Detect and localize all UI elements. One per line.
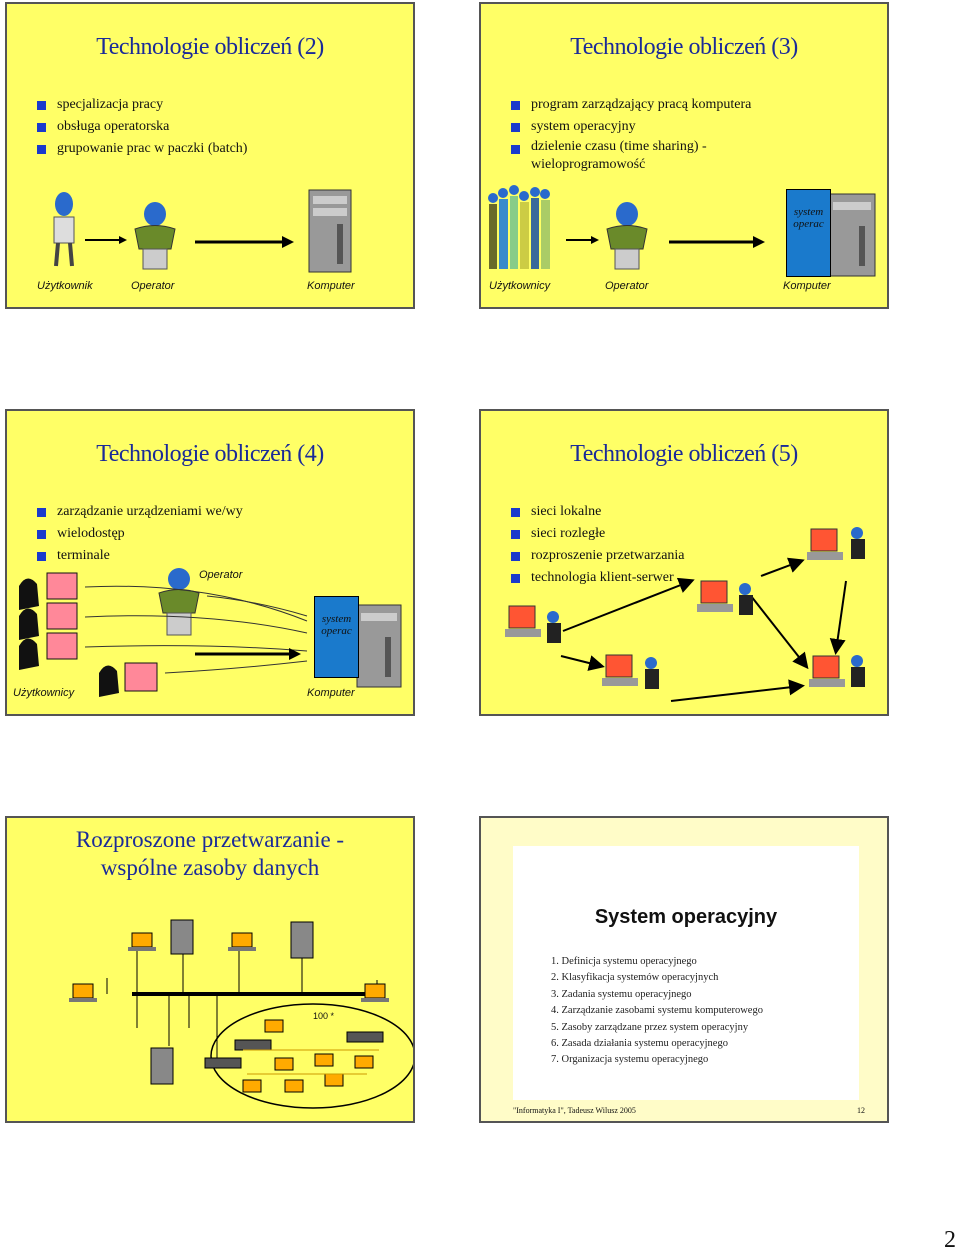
pc: [324, 1073, 344, 1087]
operator-figure: [606, 202, 648, 270]
bullet-item: zarządzanie urządzeniami we/wy: [37, 501, 243, 523]
bullet-list: zarządzanie urządzeniami we/wy wielodost…: [37, 501, 243, 567]
server: [150, 1047, 174, 1085]
footer-slide-number: 12: [857, 1106, 865, 1115]
pc: [69, 983, 97, 1002]
computer-tower: [356, 604, 402, 688]
slide-title: Technologie obliczeń (4): [96, 441, 324, 467]
toc-item: 6. Zasada działania systemu operacyjnego: [551, 1038, 728, 1050]
lan-ellipse: [210, 1003, 413, 1109]
slide-technologie-3: Technologie obliczeń (3) program zarządz…: [479, 2, 889, 309]
system-operac-box: system operac: [786, 189, 831, 277]
footer-author: "Informatyka I", Tadeusz Wilusz 2005: [513, 1106, 636, 1115]
slide-title: System operacyjny: [594, 906, 778, 928]
workstation: [697, 580, 753, 615]
operator-figure: [158, 568, 200, 636]
slide-title: Rozproszone przetwarzanie - wspólne zaso…: [7, 826, 413, 882]
caption-operator: Operator: [131, 280, 175, 292]
slide-rozproszone-przetwarzanie: Rozproszone przetwarzanie - wspólne zaso…: [5, 816, 415, 1123]
bullet-list: sieci lokalne sieci rozległe rozproszeni…: [511, 501, 685, 589]
slide-system-operacyjny: System operacyjny 1. Definicja systemu o…: [479, 816, 889, 1123]
slide-title-line-1: Rozproszone przetwarzanie -: [75, 827, 345, 852]
slide-technologie-4: Technologie obliczeń (4) zarządzanie urz…: [5, 409, 415, 716]
pc: [264, 1019, 284, 1033]
toc-item: 4. Zarządzanie zasobami systemu komputer…: [551, 1005, 763, 1017]
bullet-item: wielodostęp: [37, 523, 243, 545]
slide-technologie-2: Technologie obliczeń (2) specjalizacja p…: [5, 2, 415, 309]
slide-title: Technologie obliczeń (5): [570, 441, 798, 467]
bullet-item: terminale: [37, 545, 243, 567]
caption-users: Użytkownicy: [13, 687, 75, 699]
caption-users: Użytkownicy: [489, 280, 551, 292]
bullet-item: specjalizacja pracy: [37, 94, 247, 116]
workstation: [809, 655, 865, 687]
pc: [354, 1055, 374, 1069]
caption-computer: Komputer: [307, 280, 355, 292]
pc: [314, 1053, 334, 1067]
bullet-item: technologia klient-serwer: [511, 567, 685, 589]
bullet-item: grupowanie prac w paczki (batch): [37, 138, 247, 160]
pc: [284, 1079, 304, 1093]
bullet-item: sieci lokalne: [511, 501, 685, 523]
slide-inner-panel: System operacyjny 1. Definicja systemu o…: [513, 846, 859, 1100]
toc-item: 5. Zasoby zarządzane przez system operac…: [551, 1021, 749, 1033]
toc-item: 2. Klasyfikacja systemów operacyjnych: [551, 972, 719, 984]
bullet-list: specjalizacja pracy obsługa operatorska …: [37, 94, 247, 160]
server: [290, 921, 314, 959]
workstation: [505, 605, 561, 643]
caption-computer: Komputer: [783, 280, 831, 292]
toc-item: 7. Organizacja systemu operacyjnego: [551, 1054, 709, 1066]
caption-user: Użytkownik: [37, 280, 93, 292]
bullet-item: program zarządzający pracą komputera: [511, 94, 761, 116]
bullet-item: sieci rozległe: [511, 523, 685, 545]
computer-tower: [308, 189, 352, 273]
page-number: 2: [944, 1227, 956, 1253]
bullet-list: program zarządzający pracą komputera sys…: [511, 94, 761, 174]
slide-title: Technologie obliczeń (2): [96, 34, 324, 60]
toc-list: 1. Definicja systemu operacyjnego 2. Kla…: [551, 954, 763, 1069]
system-operac-box: system operac: [314, 596, 359, 678]
network-diagram: [505, 527, 865, 702]
slide-title-line-2: wspólne zasoby danych: [100, 855, 320, 880]
slide-footer: "Informatyka I", Tadeusz Wilusz 2005 12: [513, 1106, 865, 1115]
pc: [128, 932, 156, 951]
label-100: 100 *: [313, 1011, 335, 1021]
workstation: [807, 527, 865, 560]
computer-tower: [828, 193, 876, 277]
shared-data-network-diagram: [69, 919, 413, 1109]
bullet-item: dzielenie czasu (time sharing) - wielopr…: [511, 138, 761, 174]
terminal-users: [19, 572, 158, 697]
user-operator-computer-diagram: [53, 189, 352, 273]
pc: [361, 983, 389, 1002]
slide-technologie-5: Technologie obliczeń (5) sieci lokalne s…: [479, 409, 889, 716]
user-figure: [53, 192, 75, 267]
bullet-item: obsługa operatorska: [37, 116, 247, 138]
operator-figure: [134, 202, 176, 270]
terminals-diagram: [19, 568, 402, 697]
toc-item: 1. Definicja systemu operacyjnego: [551, 956, 697, 967]
toc-item: 3. Zadania systemu operacyjnego: [551, 988, 692, 1000]
pc: [242, 1079, 262, 1093]
pc: [274, 1057, 294, 1071]
caption-computer: Komputer: [307, 687, 355, 699]
bullet-item: rozproszenie przetwarzania: [511, 545, 685, 567]
bullet-item: system operacyjny: [511, 116, 761, 138]
users-group: [488, 185, 550, 269]
users-operator-system-diagram: [488, 185, 876, 277]
slide-title: Technologie obliczeń (3): [570, 34, 798, 60]
server: [170, 919, 194, 955]
caption-operator: Operator: [199, 569, 243, 581]
pc: [228, 932, 256, 951]
workstation: [602, 654, 659, 689]
caption-operator: Operator: [605, 280, 649, 292]
